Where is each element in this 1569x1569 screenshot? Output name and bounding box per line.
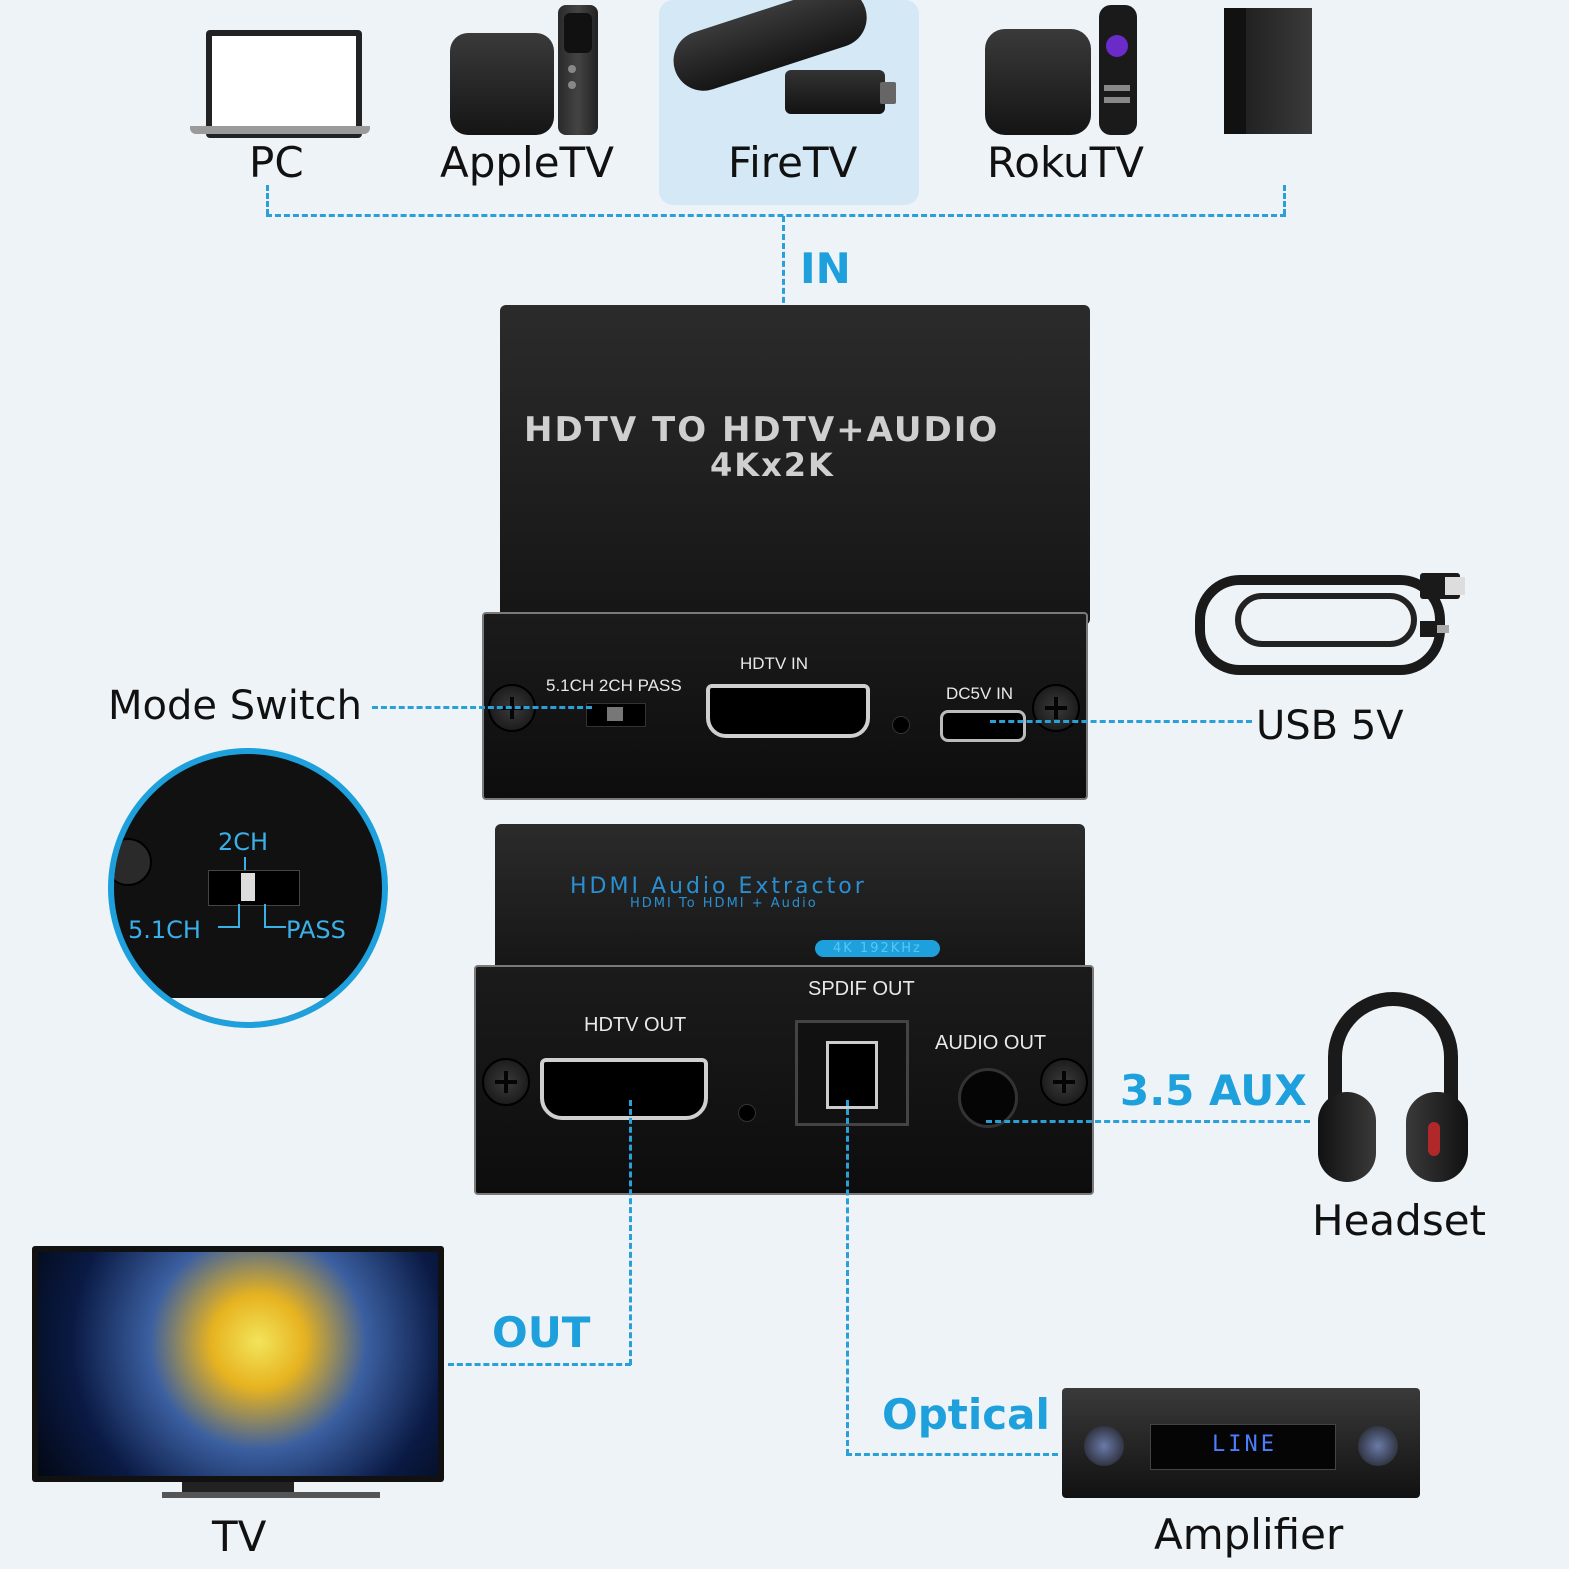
roku-tv-icon	[985, 5, 1140, 135]
zoom-pass: PASS	[286, 916, 346, 944]
bottom-device-body	[495, 824, 1085, 974]
indicator-led	[738, 1104, 756, 1122]
fire-tv-icon	[665, 0, 900, 130]
indicator-led	[892, 716, 910, 734]
in-label: IN	[800, 244, 851, 293]
mode-switch-label: Mode Switch	[108, 683, 362, 729]
zoom-circle: 2CH 5.1CH PASS	[108, 748, 388, 1028]
zoom-51ch: 5.1CH	[128, 916, 201, 944]
source-label-pc: PC	[249, 138, 304, 187]
usb-cable-icon	[1195, 565, 1470, 675]
usb-port[interactable]	[940, 710, 1026, 742]
hdmi-in-port[interactable]	[706, 684, 870, 738]
optical-label: Optical	[882, 1390, 1050, 1439]
spdif-line	[846, 1100, 849, 1455]
apple-tv-icon	[450, 5, 600, 135]
top-device-subtitle: 4Kx2K	[710, 446, 835, 484]
dc-in-text: DC5V IN	[946, 684, 1014, 703]
amplifier-icon: LINE	[1062, 1388, 1420, 1498]
top-device-title: HDTV TO HDTV+AUDIO	[524, 410, 1000, 450]
bottom-device-badge: 4K 192KHz	[815, 940, 940, 957]
screw-icon	[482, 1058, 530, 1106]
headset-icon	[1318, 992, 1468, 1188]
usb-line	[990, 720, 1252, 723]
aux-line	[986, 1120, 1310, 1123]
screw-icon	[1032, 684, 1080, 732]
source-label-rokutv: RokuTV	[987, 138, 1145, 187]
zoom-2ch: 2CH	[218, 828, 269, 856]
audio-jack[interactable]	[958, 1068, 1018, 1128]
mode-switch-line	[372, 706, 592, 709]
audio-out-text: AUDIO OUT	[935, 1032, 1047, 1054]
tv-label: TV	[212, 1512, 267, 1561]
amplifier-label: Amplifier	[1154, 1510, 1344, 1559]
hdmi-in-text: HDTV IN	[740, 654, 808, 673]
bottom-device-subtitle: HDMI To HDMI + Audio	[630, 896, 818, 911]
source-bus-line	[266, 214, 1286, 217]
amp-display: LINE	[1212, 1432, 1277, 1457]
top-device-body	[500, 305, 1090, 625]
source-label-firetv: FireTV	[728, 138, 858, 187]
game-console-icon	[1224, 8, 1312, 134]
zoom-switch	[208, 870, 300, 906]
source-connector-left	[266, 185, 269, 215]
amplifier-line	[846, 1453, 1058, 1456]
out-label: OUT	[492, 1308, 591, 1357]
hdmi-out-line	[629, 1100, 632, 1365]
headset-label: Headset	[1312, 1196, 1487, 1245]
hdmi-out-text: HDTV OUT	[584, 1014, 687, 1036]
mode-switch[interactable]	[586, 703, 646, 727]
mode-options-text: 5.1CH 2CH PASS	[546, 676, 682, 695]
source-connector-right	[1283, 185, 1286, 215]
usb-label: USB 5V	[1256, 703, 1404, 749]
spdif-text: SPDIF OUT	[808, 978, 915, 1000]
hdmi-out-port[interactable]	[540, 1058, 708, 1120]
spdif-port[interactable]	[795, 1020, 909, 1126]
laptop-icon	[190, 30, 370, 138]
aux-label: 3.5 AUX	[1120, 1066, 1307, 1115]
bottom-device-title: HDMI Audio Extractor	[570, 874, 867, 899]
tv-icon	[32, 1246, 444, 1500]
source-label-appletv: AppleTV	[440, 138, 614, 187]
tv-line	[448, 1363, 631, 1366]
screw-icon	[1040, 1058, 1088, 1106]
